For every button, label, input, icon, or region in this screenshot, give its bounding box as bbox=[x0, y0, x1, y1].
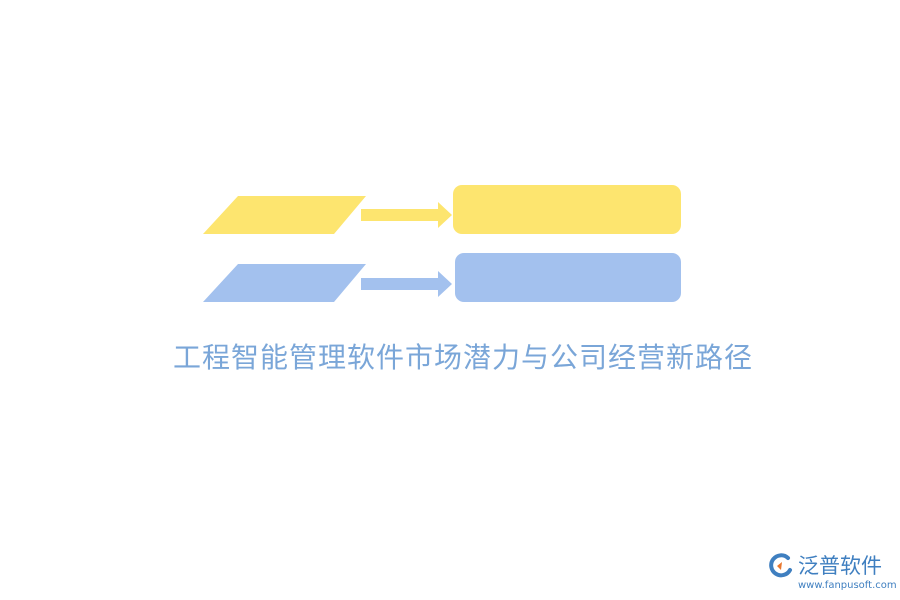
output-box-1 bbox=[453, 185, 681, 234]
diagram-title: 工程智能管理软件市场潜力与公司经营新路径 bbox=[172, 341, 753, 374]
brand-logo: 泛普软件 www.fanpusoft.com bbox=[768, 553, 897, 595]
flow-arrow-2 bbox=[361, 271, 452, 297]
input-parallelogram-1 bbox=[203, 196, 366, 234]
output-box-2 bbox=[455, 253, 681, 302]
flow-arrow-1 bbox=[361, 202, 452, 228]
input-parallelogram-2 bbox=[203, 264, 366, 302]
brand-name: 泛普软件 bbox=[798, 554, 882, 578]
fanpu-logo-icon bbox=[769, 553, 792, 578]
brand-url: www.fanpusoft.com bbox=[798, 580, 897, 591]
